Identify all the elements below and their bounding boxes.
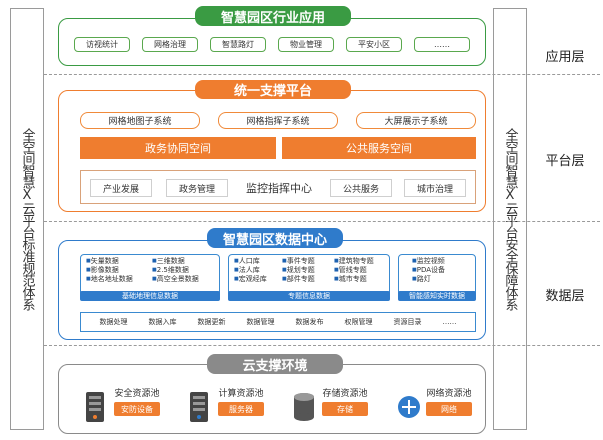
platform-module[interactable]: 公共服务	[330, 179, 392, 197]
security-text: 全空间智慧X云平台安全保障体系	[502, 128, 518, 310]
divider-data-cloud	[44, 345, 600, 346]
platform-layer-title: 统一支撑平台	[195, 80, 351, 99]
right-security-column: 全空间智慧X云平台安全保障体系	[493, 8, 527, 430]
data-item: 规划专题	[282, 266, 315, 275]
data-item: 2.5维数据	[152, 266, 199, 275]
app-item[interactable]: 访视统计	[74, 37, 130, 52]
topic-data-label: 专题信息数据	[228, 291, 390, 301]
network-switch-icon	[398, 396, 420, 418]
platform-bottom-frame	[80, 170, 476, 204]
data-item: PDA设备	[412, 266, 445, 275]
data-tool[interactable]: ……	[442, 318, 457, 326]
monitor-command-center[interactable]: 监控指挥中心	[246, 182, 312, 195]
topic-data-list: 事件专题 规划专题 部件专题	[282, 257, 315, 284]
pool-card-network[interactable]: 网络资源池 网络	[396, 380, 480, 428]
app-item[interactable]: 智慧路灯	[210, 37, 266, 52]
layer-label-data: 数据层	[545, 289, 585, 304]
topic-data-list: 人口库 法人库 宏观经库	[234, 257, 267, 284]
sensor-data-label: 智能感知实时数据	[398, 291, 476, 301]
platform-space[interactable]: 公共服务空间	[282, 137, 476, 159]
platform-subsystem[interactable]: 网格指挥子系统	[218, 112, 338, 129]
compute-server-icon	[190, 392, 208, 422]
sensor-data-list: 监控视频 PDA设备 路灯	[412, 257, 445, 284]
data-item: 建筑物专题	[334, 257, 374, 266]
data-item: 三维数据	[152, 257, 199, 266]
pool-tag: 存储	[322, 402, 368, 416]
pool-name: 安全资源池	[114, 389, 160, 399]
layer-label-platform: 平台层	[545, 154, 585, 169]
pool-tag: 安防设备	[114, 402, 160, 416]
data-tool[interactable]: 数据更新	[197, 318, 226, 326]
data-item: 事件专题	[282, 257, 315, 266]
data-item: 影像数据	[86, 266, 133, 275]
pool-name: 计算资源池	[218, 389, 264, 399]
divider-platform-data	[44, 221, 600, 222]
geo-data-list: 三维数据 2.5维数据 高空全景数据	[152, 257, 199, 284]
data-tool[interactable]: 数据管理	[246, 318, 275, 326]
data-item: 部件专题	[282, 275, 315, 284]
data-tool[interactable]: 数据发布	[295, 318, 324, 326]
pool-tag: 服务器	[218, 402, 264, 416]
data-item: 监控视频	[412, 257, 445, 266]
divider-app-platform	[44, 74, 600, 75]
geo-data-label: 基础地理信息数据	[80, 291, 220, 301]
data-item: 宏观经库	[234, 275, 267, 284]
data-item: 法人库	[234, 266, 267, 275]
data-item: 人口库	[234, 257, 267, 266]
pool-name: 存储资源池	[322, 389, 368, 399]
cloud-layer-title: 云支撑环境	[207, 354, 343, 374]
app-item[interactable]: 网格治理	[142, 37, 198, 52]
pool-name: 网络资源池	[426, 389, 472, 399]
platform-module[interactable]: 城市治理	[404, 179, 466, 197]
left-standards-column: 全空间智慧X云平台标准规范体系	[10, 8, 44, 430]
app-layer-title: 智慧园区行业应用	[195, 6, 351, 26]
data-item: 高空全景数据	[152, 275, 199, 284]
data-layer-title: 智慧园区数据中心	[207, 228, 343, 248]
data-tool[interactable]: 数据处理	[99, 318, 128, 326]
pool-card-security[interactable]: 安全资源池 安防设备	[84, 380, 168, 428]
platform-subsystem[interactable]: 网格地图子系统	[80, 112, 200, 129]
app-item[interactable]: ……	[414, 37, 470, 52]
pool-card-storage[interactable]: 存储资源池 存储	[292, 380, 376, 428]
data-item: 管线专题	[334, 266, 374, 275]
pool-card-compute[interactable]: 计算资源池 服务器	[188, 380, 272, 428]
storage-disk-icon	[294, 393, 314, 421]
data-item: 地名地址数据	[86, 275, 133, 284]
standards-text: 全空间智慧X云平台标准规范体系	[19, 128, 35, 310]
data-item: 城市专题	[334, 275, 374, 284]
data-item: 路灯	[412, 275, 445, 284]
app-item[interactable]: 物业管理	[278, 37, 334, 52]
app-item[interactable]: 平安小区	[346, 37, 402, 52]
layer-label-app: 应用层	[545, 50, 585, 65]
pool-tag: 网络	[426, 402, 472, 416]
geo-data-list: 矢量数据 影像数据 地名地址数据	[86, 257, 133, 284]
platform-module[interactable]: 产业发展	[90, 179, 152, 197]
topic-data-list: 建筑物专题 管线专题 城市专题	[334, 257, 374, 284]
platform-module[interactable]: 政务管理	[166, 179, 228, 197]
data-tool[interactable]: 权限管理	[344, 318, 373, 326]
platform-subsystem[interactable]: 大屏展示子系统	[356, 112, 476, 129]
data-tool[interactable]: 数据入库	[148, 318, 177, 326]
data-item: 矢量数据	[86, 257, 133, 266]
security-server-icon	[86, 392, 104, 422]
data-tools-bar: 数据处理 数据入库 数据更新 数据管理 数据发布 权限管理 资源目录 ……	[80, 312, 476, 332]
platform-space[interactable]: 政务协同空间	[80, 137, 276, 159]
data-tool[interactable]: 资源目录	[393, 318, 422, 326]
